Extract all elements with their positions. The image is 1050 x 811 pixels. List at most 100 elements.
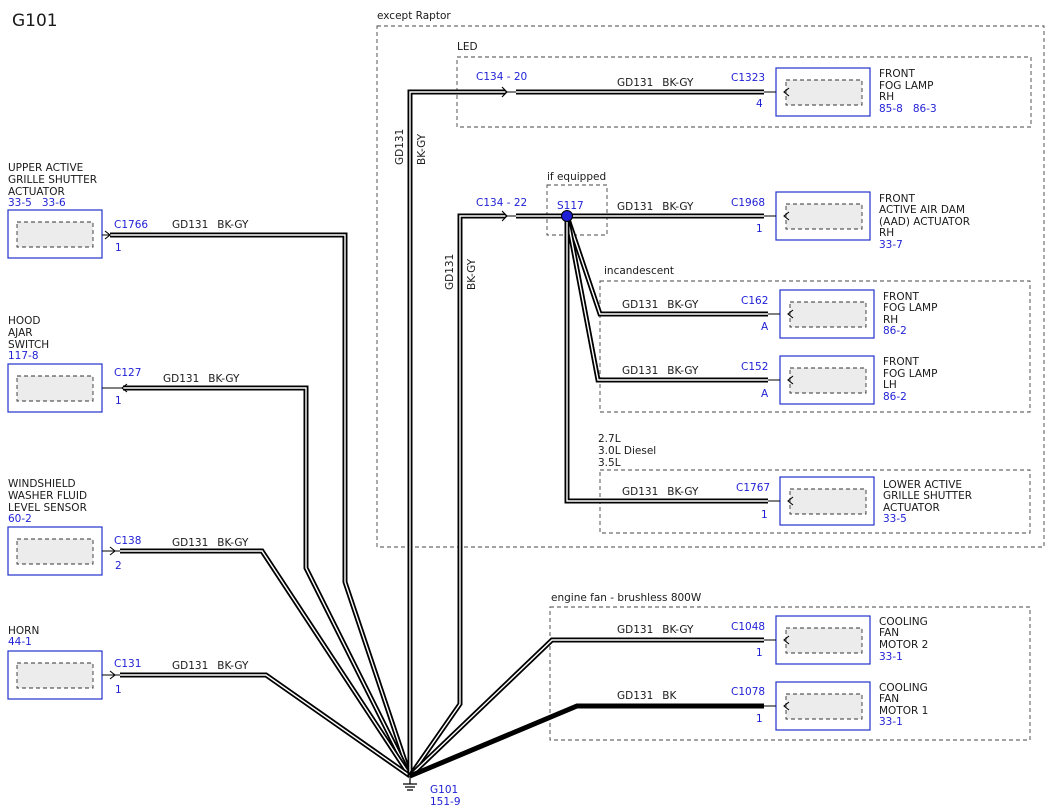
except-raptor-region bbox=[376, 25, 1045, 548]
if-equipped-label: if equipped bbox=[547, 171, 606, 183]
svg-text:UPPER ACTIVE: UPPER ACTIVE bbox=[8, 162, 83, 174]
engine-label-1: 2.7L bbox=[598, 433, 621, 445]
wire-c162 bbox=[564, 215, 768, 317]
component-refs[interactable]: 33-5 bbox=[883, 513, 907, 525]
component-lower-active-grille-shutter[interactable]: C1767 1 LOWER ACTIVE GRILLE SHUTTER ACTU… bbox=[736, 476, 972, 526]
wire-c1078 bbox=[409, 703, 764, 779]
component-refs[interactable]: 33-5 33-6 bbox=[8, 197, 66, 209]
svg-text:LEVEL SENSOR: LEVEL SENSOR bbox=[8, 502, 87, 514]
component-refs[interactable]: 86-2 bbox=[883, 391, 907, 403]
connector-pin-icon bbox=[768, 496, 794, 506]
svg-text:FRONT: FRONT bbox=[883, 291, 919, 303]
splice-s117-label[interactable]: S117 bbox=[557, 200, 584, 212]
connector-c1078[interactable]: C1078 bbox=[731, 686, 765, 698]
svg-text:LH: LH bbox=[883, 379, 897, 391]
connector-pin-icon bbox=[768, 375, 794, 385]
connector-c162[interactable]: C162 bbox=[741, 295, 768, 307]
if-equipped-region bbox=[546, 184, 608, 236]
connector-c131[interactable]: C131 bbox=[114, 658, 141, 670]
connector-c127[interactable]: C127 bbox=[114, 367, 141, 379]
svg-text:GRILLE SHUTTER: GRILLE SHUTTER bbox=[883, 490, 972, 502]
engine-fan-region bbox=[549, 606, 1031, 741]
component-refs[interactable]: 44-1 bbox=[8, 636, 32, 648]
connector-pin-icon bbox=[764, 211, 790, 221]
ground-label: G101 bbox=[430, 784, 458, 796]
connector-pin-icon bbox=[768, 309, 794, 319]
svg-text:RH: RH bbox=[883, 314, 898, 326]
pin-number: A bbox=[761, 388, 769, 400]
component-cooling-fan-motor-1[interactable]: C1078 1 COOLING FAN MOTOR 1 33-1 bbox=[731, 681, 928, 731]
connector-c1048[interactable]: C1048 bbox=[731, 621, 765, 633]
engine-label-2: 3.0L Diesel bbox=[598, 445, 656, 457]
component-horn[interactable]: HORN 44-1 C131 1 bbox=[7, 625, 141, 700]
component-refs[interactable]: 85-8 86-3 bbox=[879, 103, 937, 115]
except-raptor-label: except Raptor bbox=[377, 10, 451, 22]
component-front-fog-lamp-lh-incandescent[interactable]: C152 A FRONT FOG LAMP LH 86-2 bbox=[741, 355, 937, 405]
component-front-active-air-dam-actuator[interactable]: C1968 1 FRONT ACTIVE AIR DAM (AAD) ACTUA… bbox=[731, 191, 970, 251]
component-cooling-fan-motor-2[interactable]: C1048 1 COOLING FAN MOTOR 2 33-1 bbox=[731, 615, 928, 665]
wire-c127 bbox=[123, 385, 413, 778]
svg-text:COOLING: COOLING bbox=[879, 682, 928, 694]
ground-ref[interactable]: 151-9 bbox=[430, 796, 461, 808]
component-windshield-washer-fluid-sensor[interactable]: WINDSHIELD WASHER FLUID LEVEL SENSOR 60-… bbox=[7, 478, 141, 576]
wire-c138 bbox=[120, 548, 413, 778]
svg-text:FOG LAMP: FOG LAMP bbox=[883, 302, 937, 314]
inline-connector-c134-20[interactable]: C134 - 20 bbox=[476, 71, 527, 83]
inline-connector-c134-20-icon bbox=[501, 86, 516, 98]
connector-c138[interactable]: C138 bbox=[114, 535, 141, 547]
connector-c1766[interactable]: C1766 bbox=[114, 219, 148, 231]
ground-g101[interactable]: G101 151-9 bbox=[403, 776, 461, 808]
connector-pin-icon bbox=[102, 546, 120, 556]
component-refs[interactable]: 60-2 bbox=[8, 513, 32, 525]
vertical-wire-color-1: BK-GY bbox=[416, 133, 428, 165]
wire-c131 bbox=[120, 672, 412, 779]
connector-c1767[interactable]: C1767 bbox=[736, 482, 770, 494]
pin-number: 2 bbox=[115, 560, 122, 572]
component-refs[interactable]: 33-1 bbox=[879, 651, 903, 663]
component-refs[interactable]: 86-2 bbox=[883, 325, 907, 337]
component-front-fog-lamp-rh-incandescent[interactable]: C162 A FRONT FOG LAMP RH 86-2 bbox=[741, 289, 937, 339]
component-upper-active-grille-shutter[interactable]: UPPER ACTIVE GRILLE SHUTTER ACTUATOR 33-… bbox=[7, 162, 148, 259]
svg-text:WASHER FLUID: WASHER FLUID bbox=[8, 490, 87, 502]
led-label: LED bbox=[457, 41, 478, 53]
svg-text:MOTOR 2: MOTOR 2 bbox=[879, 639, 928, 651]
svg-text:MOTOR 1: MOTOR 1 bbox=[879, 705, 928, 717]
component-refs[interactable]: 33-7 bbox=[879, 239, 903, 251]
svg-text:FRONT: FRONT bbox=[883, 356, 919, 368]
component-refs[interactable]: 33-1 bbox=[879, 716, 903, 728]
wire-c1767 bbox=[564, 216, 768, 504]
splice-s117-icon bbox=[561, 210, 573, 222]
vertical-wire-color-2: BK-GY bbox=[466, 258, 478, 290]
component-front-fog-lamp-rh-led[interactable]: C1323 4 FRONT FOG LAMP RH 85-8 86-3 bbox=[731, 67, 937, 117]
svg-text:FAN: FAN bbox=[879, 627, 899, 639]
component-hood-ajar-switch[interactable]: HOOD AJAR SWITCH 117-8 C127 1 bbox=[7, 315, 141, 413]
incandescent-label: incandescent bbox=[604, 265, 674, 277]
wire-c134-22 bbox=[407, 213, 567, 778]
svg-text:FOG LAMP: FOG LAMP bbox=[879, 80, 933, 92]
pin-number: 1 bbox=[756, 713, 763, 725]
svg-text:HOOD: HOOD bbox=[8, 315, 41, 327]
engine-fan-label: engine fan - brushless 800W bbox=[551, 592, 702, 604]
connector-pin-icon bbox=[764, 87, 790, 97]
wire-c152 bbox=[564, 215, 768, 383]
component-refs[interactable]: 117-8 bbox=[8, 350, 39, 362]
connector-pin-icon bbox=[102, 383, 128, 393]
pin-number: 1 bbox=[115, 242, 122, 254]
svg-text:FOG LAMP: FOG LAMP bbox=[883, 368, 937, 380]
wire-c1048 bbox=[408, 637, 764, 778]
vertical-wire-circuit-2: GD131 bbox=[444, 254, 456, 290]
connector-c1968[interactable]: C1968 bbox=[731, 197, 765, 209]
wire-c134-20 bbox=[407, 89, 764, 776]
pin-number: 1 bbox=[756, 223, 763, 235]
connector-c152[interactable]: C152 bbox=[741, 361, 768, 373]
inline-connector-c134-22[interactable]: C134 - 22 bbox=[476, 197, 527, 209]
connector-c1323[interactable]: C1323 bbox=[731, 72, 765, 84]
svg-text:COOLING: COOLING bbox=[879, 616, 928, 628]
